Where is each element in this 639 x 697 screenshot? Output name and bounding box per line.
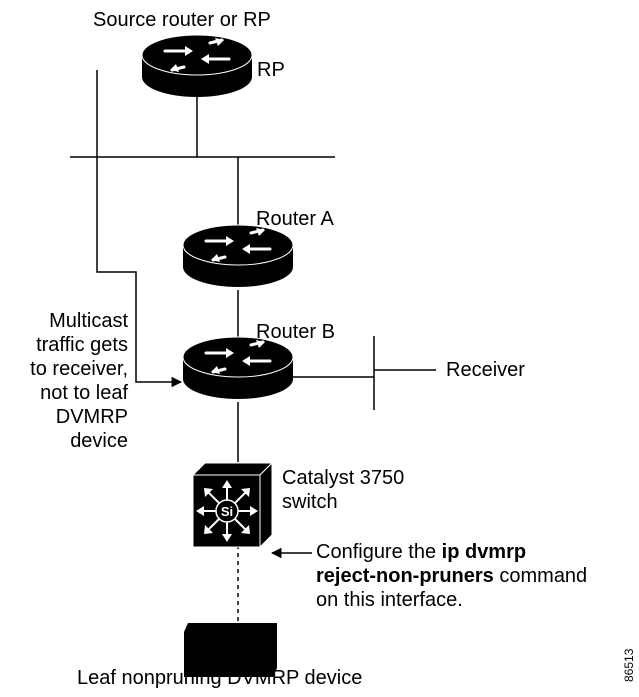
configure-note-line2: reject-non-pruners command: [316, 564, 587, 588]
configure-note-line1: Configure the ip dvmrp: [316, 540, 587, 564]
multicast-note-line: traffic gets: [36, 334, 128, 356]
leaf-device-label: Leaf nonpruning DVMRP device: [77, 667, 363, 689]
command-reject-non-pruners: reject-non-pruners: [316, 565, 494, 587]
router-a-label: Router A: [256, 208, 334, 230]
configure-note: Configure the ip dvmrp reject-non-pruner…: [316, 540, 587, 612]
router-b-label: Router B: [256, 321, 335, 343]
configure-note-line3: on this interface.: [316, 589, 463, 611]
figure-id: 86513: [622, 648, 636, 682]
configure-suffix: command: [493, 565, 588, 587]
switch-logo-text: Si: [221, 504, 233, 519]
multicast-traffic-arrow: [96, 70, 183, 388]
leaf-device-icon: [184, 623, 277, 677]
receiver-label: Receiver: [446, 359, 525, 381]
catalyst-switch-icon: Si: [191, 461, 274, 549]
catalyst-label: Catalyst 3750 switch: [282, 466, 404, 514]
multicast-note: Multicast traffic gets to receiver, not …: [0, 309, 128, 453]
router-b-icon: [182, 336, 294, 399]
configure-prefix: Configure the: [316, 541, 442, 563]
router-rp-icon: [141, 34, 253, 97]
router-a-icon: [182, 224, 294, 287]
source-router-label: Source router or RP: [93, 9, 271, 31]
multicast-note-line: device: [70, 430, 128, 452]
multicast-note-line: DVMRP: [55, 406, 128, 428]
multicast-note-line: to receiver,: [30, 358, 128, 380]
catalyst-label-line1: Catalyst 3750: [282, 467, 405, 489]
multicast-note-line: Multicast: [49, 310, 128, 332]
rp-label: RP: [257, 59, 285, 81]
catalyst-label-line2: switch: [282, 491, 338, 513]
multicast-note-line: not to leaf: [40, 382, 128, 404]
command-ip-dvmrp: ip dvmrp: [441, 541, 527, 563]
